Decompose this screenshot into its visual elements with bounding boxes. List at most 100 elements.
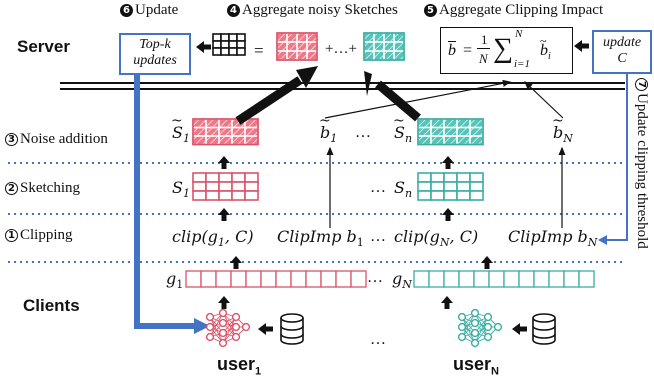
- arrow-bN-to-formula: [524, 81, 564, 119]
- vector-cell: [200, 270, 217, 288]
- topk-line2: updates: [133, 53, 177, 69]
- updateC-line1: update: [602, 35, 642, 50]
- grid-cell: [244, 172, 259, 183]
- nn-node: [457, 322, 467, 332]
- vector-cell: [473, 270, 490, 288]
- user-1-label: user1: [217, 354, 262, 378]
- grid-cell: [220, 47, 230, 56]
- grid-cell: [443, 190, 458, 201]
- vector-cell: [428, 270, 445, 288]
- grid-cell: [469, 181, 484, 192]
- vector-cell: [413, 270, 430, 288]
- ellipsis-vector: …: [367, 269, 383, 286]
- grid-cell: [205, 190, 220, 201]
- ellipsis-users: …: [370, 331, 386, 348]
- nn-node: [218, 328, 228, 338]
- clipping-formula-box: b = 1 N ∑ N i=1 ~bi: [440, 27, 573, 74]
- ellipsis-noise: …: [355, 124, 371, 141]
- left-arrow-icon: [196, 41, 211, 53]
- nn-edge: [474, 316, 489, 344]
- updateC-line2: C: [617, 51, 627, 67]
- small-left-arrows: [196, 40, 589, 335]
- up-arrow-icon: [218, 156, 230, 169]
- nn-node: [218, 308, 228, 318]
- neural-network-icon-userN: [457, 308, 503, 348]
- vector-cell: [488, 270, 505, 288]
- noisy-sketch-grid-teal-top: [363, 32, 405, 61]
- nn-node: [470, 338, 480, 348]
- small-up-arrows: [218, 156, 493, 309]
- grid-cell: [236, 47, 246, 56]
- step-update-text: Update: [135, 2, 179, 18]
- formula-num: 1: [481, 32, 488, 47]
- vector-cell: [275, 270, 292, 288]
- vector-cell: [320, 270, 337, 288]
- grid-cell: [456, 190, 471, 201]
- noisy-sketch-grid-userN: [417, 118, 484, 146]
- topk-line1: Top-k: [139, 37, 171, 52]
- grid-border: [276, 32, 318, 61]
- arrow-noiseN-to-aggregate: [375, 80, 421, 122]
- grid-cell: [231, 190, 246, 201]
- nn-node: [218, 338, 228, 348]
- grid-cell: [456, 181, 471, 192]
- update-threshold-text: Update clipping threshold: [634, 93, 650, 249]
- formula-term: ~bi: [540, 34, 551, 63]
- nn-node: [470, 318, 480, 328]
- vector-cell: [350, 270, 367, 288]
- grid-cell: [228, 47, 238, 56]
- grid-cell: [430, 181, 445, 192]
- vector-cell: [260, 270, 277, 288]
- grid-cell: [469, 190, 484, 201]
- step-number-icon: 1: [5, 229, 18, 242]
- grid-cell: [192, 172, 207, 183]
- db-ring: [280, 333, 304, 339]
- grid-border: [417, 118, 484, 146]
- up-arrow-icon: [481, 256, 493, 269]
- grid-cell: [192, 190, 207, 201]
- formula-lhs: b: [448, 42, 456, 59]
- nn-node: [205, 332, 215, 342]
- g-1: g1: [166, 269, 184, 292]
- nn-edge: [222, 316, 237, 344]
- blue-update-path: [134, 72, 196, 329]
- b-tilde-N: ~bN: [552, 113, 573, 146]
- nn-node: [205, 322, 215, 332]
- sketching-text: Sketching: [20, 180, 80, 196]
- db-top: [280, 313, 304, 323]
- grid-cell: [205, 172, 220, 183]
- formula-sum-bot: i=1: [514, 58, 530, 70]
- blue-threshold-path: [605, 52, 628, 241]
- arrow-b1-to-formula: [324, 79, 512, 119]
- vector-cell: [290, 270, 307, 288]
- server-label: Server: [17, 37, 70, 56]
- up-arrow-icon: [442, 208, 454, 221]
- nn-node: [470, 328, 480, 338]
- sum-icon: ∑: [493, 33, 513, 64]
- formula-fraction-bar: [477, 48, 490, 49]
- noisy-sketch-grid-red-top: [276, 32, 318, 61]
- s-tilde-n: ~Sn: [393, 113, 413, 146]
- grid-cell: [218, 190, 233, 201]
- equals-sign: =: [254, 41, 264, 60]
- update-C-box: update C: [592, 30, 652, 74]
- step-number-icon: 4: [227, 4, 240, 17]
- grid-cell: [244, 190, 259, 201]
- left-arrow-icon: [258, 323, 273, 335]
- s-1: S1: [172, 178, 190, 201]
- vector-cell: [518, 270, 535, 288]
- user-N-label: userN: [453, 354, 499, 378]
- left-arrow-icon: [512, 323, 527, 335]
- vector-cell: [335, 270, 352, 288]
- nn-edge: [209, 312, 224, 338]
- ellipsis-clip: …: [370, 228, 386, 245]
- ellipsis-sketch: …: [370, 179, 386, 196]
- nn-node: [231, 332, 241, 342]
- vector-cell: [533, 270, 550, 288]
- noise-addition-text: Noise addition: [20, 131, 108, 147]
- clipping-text: Clipping: [20, 227, 73, 243]
- db-ring: [532, 325, 556, 331]
